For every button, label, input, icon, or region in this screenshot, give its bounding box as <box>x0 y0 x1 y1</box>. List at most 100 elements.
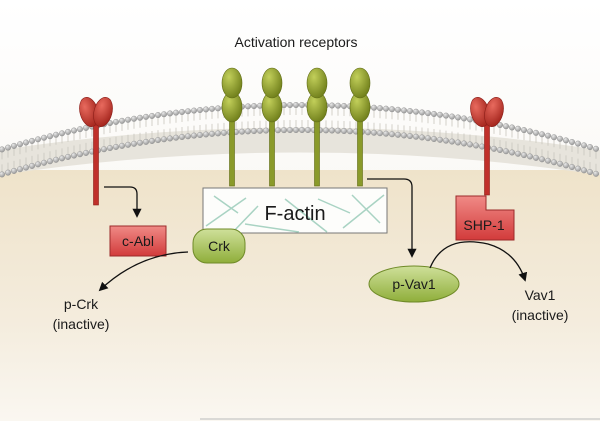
lipid-head <box>154 112 161 119</box>
lipid-head <box>82 149 89 156</box>
lipid-head <box>70 127 77 134</box>
lipid-head <box>557 135 564 142</box>
lipid-head <box>124 116 131 123</box>
inhibitory-receptors <box>79 97 504 206</box>
vav1-label: Vav1 <box>525 287 556 303</box>
f-actin-label: F-actin <box>264 203 325 225</box>
lipid-head <box>467 141 474 148</box>
lipid-head <box>593 170 600 177</box>
lipid-head <box>202 131 209 138</box>
lipid-head <box>4 169 11 176</box>
lipid-head <box>166 135 173 142</box>
lipid-head <box>160 111 167 118</box>
p-vav1-label: p-Vav1 <box>392 276 436 292</box>
lipid-head <box>527 128 534 135</box>
lipid-head <box>371 104 378 111</box>
lipid-head <box>587 169 594 176</box>
lipid-head <box>244 103 251 110</box>
lipid-head <box>76 126 83 133</box>
lipid-head <box>142 138 149 145</box>
lipid-head <box>449 138 456 145</box>
lipid-head <box>47 133 54 140</box>
lipid-head <box>172 134 179 141</box>
lipid-head <box>473 142 480 149</box>
lipid-head <box>425 110 432 117</box>
lipid-head <box>263 127 270 134</box>
lipid-head <box>214 105 221 112</box>
c-abl-box <box>109 225 167 257</box>
lipid-head <box>533 154 540 161</box>
lipid-head <box>172 109 179 116</box>
lipid-head <box>413 108 420 115</box>
lipid-head <box>389 131 396 138</box>
lipid-head <box>160 136 167 143</box>
lipid-head <box>407 108 414 115</box>
lipid-head <box>341 127 348 134</box>
lipid-head <box>53 156 60 163</box>
shp1-label: SHP-1 <box>463 217 504 233</box>
lipid-head <box>250 128 257 135</box>
lipid-head <box>244 128 251 135</box>
lipid-head <box>112 143 119 150</box>
lipid-head <box>587 144 594 151</box>
lipid-head <box>29 137 36 144</box>
lipid-head <box>557 160 564 167</box>
lipid-head <box>4 144 11 151</box>
lipid-head <box>497 121 504 128</box>
lipid-head <box>539 131 546 138</box>
lipid-head <box>431 135 438 142</box>
shp1-shape <box>455 195 515 241</box>
lipid-head <box>443 112 450 119</box>
lipid-head <box>196 131 203 138</box>
activation-receptor-icon <box>261 67 283 187</box>
lipid-head <box>136 139 143 146</box>
lipid-head <box>521 127 528 134</box>
lipid-head <box>539 156 546 163</box>
lipid-head <box>190 107 197 114</box>
lipid-head <box>293 127 300 134</box>
lipid-head <box>305 127 312 134</box>
lipid-head <box>35 136 42 143</box>
lipid-head <box>329 102 336 109</box>
lipid-head <box>53 131 60 138</box>
lipid-head <box>455 114 462 121</box>
lipid-head <box>455 139 462 146</box>
activation-receptors <box>221 67 371 187</box>
lipid-head <box>437 111 444 118</box>
lipid-head <box>136 114 143 121</box>
lipid-head <box>401 107 408 114</box>
lipid-head <box>563 137 570 144</box>
lipid-head <box>503 148 510 155</box>
lipid-head <box>545 157 552 164</box>
lipid-head <box>257 127 264 134</box>
lipid-head <box>23 139 30 146</box>
lipid-head <box>581 142 588 149</box>
lipid-head <box>341 102 348 109</box>
crk-label: Crk <box>208 238 231 254</box>
lipid-head <box>59 130 66 137</box>
lipid-head <box>299 102 306 109</box>
lipid-head <box>184 108 191 115</box>
c-abl-kinase: c-Abl <box>109 225 167 257</box>
lipid-head <box>118 117 125 124</box>
lipid-head <box>64 153 71 160</box>
lipid-head <box>130 115 137 122</box>
lipid-head <box>479 143 486 150</box>
lipid-head <box>569 138 576 145</box>
lipid-head <box>124 141 131 148</box>
lipid-head <box>551 159 558 166</box>
lipid-head <box>64 128 71 135</box>
lipid-head <box>35 161 42 168</box>
p-vav1-protein: p-Vav1 <box>368 265 460 303</box>
lipid-head <box>10 142 17 149</box>
lipid-head <box>275 127 282 134</box>
lipid-head <box>515 150 522 157</box>
lipid-head <box>76 151 83 158</box>
lipid-head <box>82 124 89 131</box>
lipid-head <box>299 127 306 134</box>
crk-shape <box>192 228 246 264</box>
signaling-arrows <box>98 178 528 292</box>
crk-adaptor: Crk <box>192 228 246 264</box>
lipid-head <box>70 152 77 159</box>
